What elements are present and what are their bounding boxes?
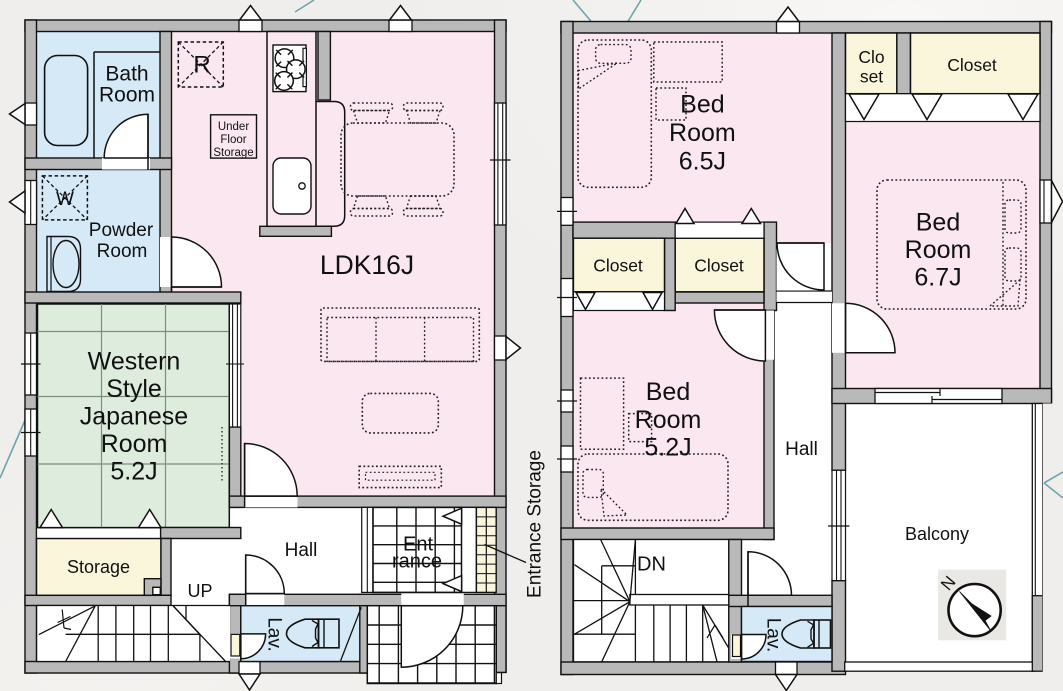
svg-text:Clo: Clo — [858, 47, 884, 67]
svg-text:UP: UP — [187, 581, 212, 601]
svg-text:6.5J: 6.5J — [679, 148, 726, 176]
svg-text:Room: Room — [99, 84, 155, 107]
svg-text:Hall: Hall — [285, 540, 318, 561]
svg-text:set: set — [860, 67, 883, 87]
svg-text:rance: rance — [392, 551, 442, 573]
svg-text:Lav.: Lav. — [264, 617, 285, 652]
svg-text:Balcony: Balcony — [905, 524, 969, 544]
svg-text:5.2J: 5.2J — [110, 457, 157, 485]
svg-text:Bed: Bed — [680, 91, 724, 119]
svg-text:Style: Style — [106, 375, 162, 403]
svg-text:Room: Room — [101, 430, 168, 458]
svg-text:Closet: Closet — [947, 55, 997, 75]
svg-text:Lav.: Lav. — [763, 618, 784, 653]
svg-text:Bed: Bed — [916, 209, 960, 237]
svg-text:W: W — [56, 189, 74, 210]
svg-text:Closet: Closet — [593, 256, 643, 276]
svg-text:Room: Room — [669, 119, 736, 147]
svg-text:Bed: Bed — [646, 378, 690, 406]
svg-text:R: R — [193, 52, 210, 79]
svg-text:Closet: Closet — [694, 256, 744, 276]
svg-text:Storage: Storage — [67, 557, 130, 577]
svg-text:Room: Room — [97, 241, 148, 262]
svg-text:Floor: Floor — [220, 134, 246, 146]
svg-text:LDK16J: LDK16J — [320, 250, 414, 280]
svg-text:Western: Western — [88, 348, 181, 376]
svg-text:Hall: Hall — [785, 439, 818, 460]
svg-text:6.7J: 6.7J — [914, 263, 961, 291]
svg-text:Storage: Storage — [213, 147, 253, 159]
svg-text:Bath: Bath — [105, 63, 148, 86]
svg-text:Ent: Ent — [403, 533, 433, 555]
svg-text:Room: Room — [635, 406, 702, 434]
svg-text:Powder: Powder — [89, 220, 154, 241]
svg-text:Under: Under — [218, 121, 249, 133]
svg-text:Japanese: Japanese — [80, 402, 188, 430]
svg-text:DN: DN — [637, 554, 666, 576]
svg-text:Room: Room — [905, 236, 972, 264]
svg-text:5.2J: 5.2J — [644, 434, 691, 462]
svg-text:Entrance Storage: Entrance Storage — [525, 450, 546, 598]
